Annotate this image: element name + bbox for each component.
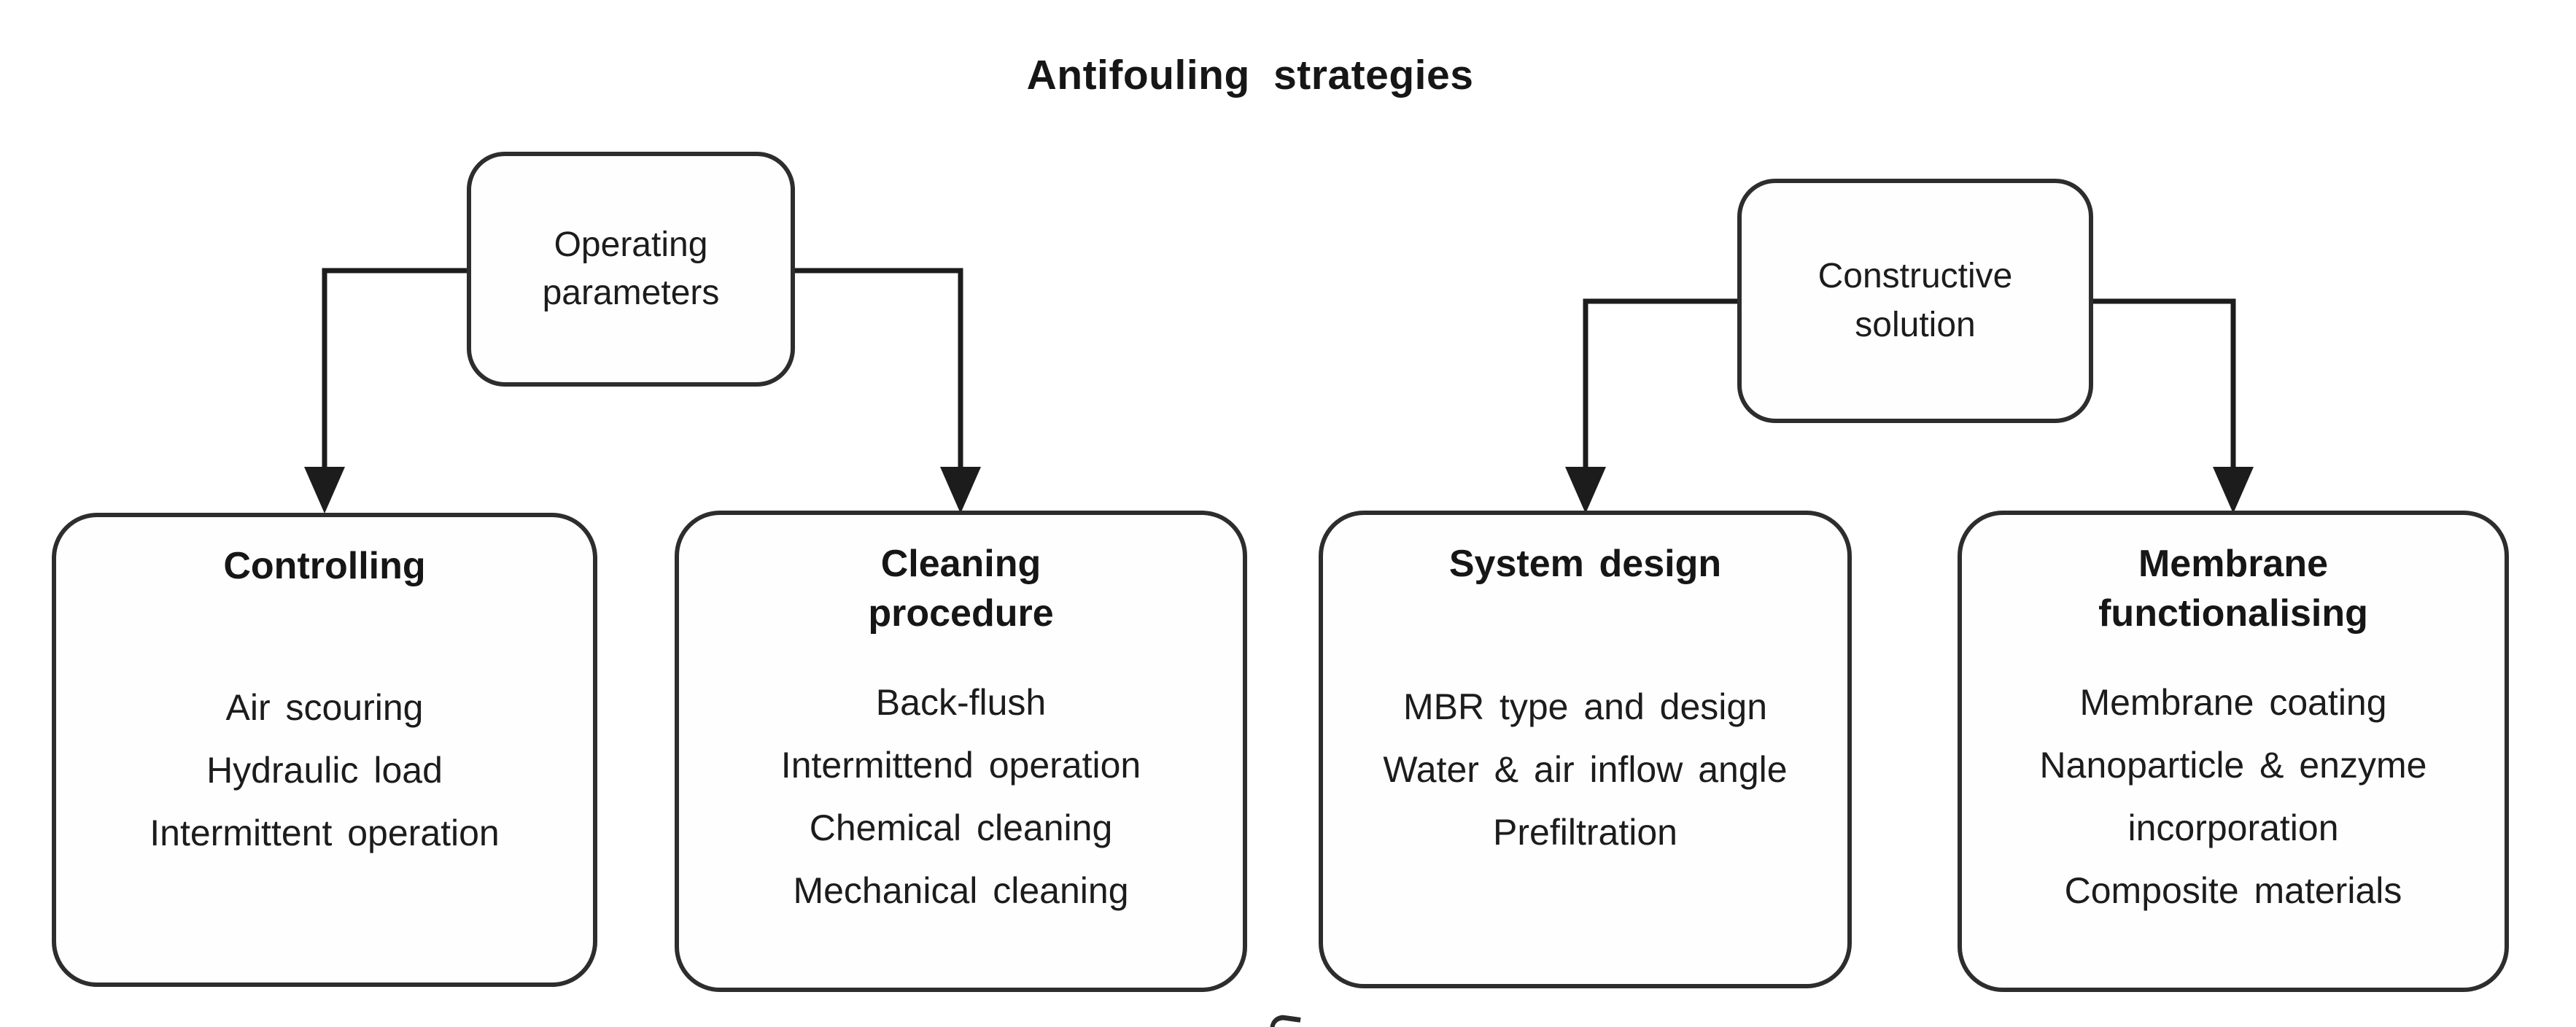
node-label: Constructive solution — [1817, 257, 2013, 344]
arrowhead-down-icon — [304, 467, 345, 514]
diagram-title: Antifouling strategies — [1026, 52, 1474, 98]
strategy-item: Water & air inflow angle — [1383, 749, 1788, 791]
strategy-item: Prefiltration — [1493, 812, 1677, 853]
connector-constructive-to-system — [1583, 298, 1737, 473]
connector-operating-to-controlling — [322, 268, 467, 473]
node-constructive-solution: Constructive solution — [1737, 179, 2093, 423]
node-title: Membrane functionalising — [2098, 543, 2368, 635]
strategy-item: Nanoparticle & enzyme incorporation — [2039, 744, 2427, 848]
strategy-item: Chemical cleaning — [809, 807, 1113, 848]
item-list: Membrane coating Nanoparticle & enzyme i… — [1987, 671, 2480, 922]
strategy-item: Mechanical cleaning — [793, 869, 1129, 911]
connector-constructive-to-membrane — [2092, 298, 2236, 473]
strategy-item: Intermittent operation — [150, 812, 500, 853]
arrowhead-down-icon — [940, 467, 981, 514]
strategy-item: Membrane coating — [2079, 681, 2387, 723]
strategy-item: MBR type and design — [1403, 686, 1768, 728]
arrowhead-down-icon — [1565, 467, 1606, 514]
node-system-design: System design MBR type and design Water … — [1319, 511, 1852, 988]
node-membrane-functionalising: Membrane functionalising Membrane coatin… — [1958, 511, 2509, 992]
node-cleaning-procedure: Cleaning procedure Back-flush Intermitte… — [675, 511, 1247, 992]
connector-operating-to-cleaning — [795, 268, 963, 473]
node-controlling: Controlling Air scouring Hydraulic load … — [52, 513, 597, 987]
arrowhead-down-icon — [2213, 467, 2254, 514]
strategy-item: Hydraulic load — [206, 749, 443, 791]
item-list: Air scouring Hydraulic load Intermittent… — [150, 676, 500, 864]
item-list: Back-flush Intermittend operation Chemic… — [781, 671, 1141, 922]
node-title: Cleaning procedure — [868, 543, 1054, 635]
node-label: Operating parameters — [542, 225, 720, 312]
strategy-item: Back-flush — [875, 681, 1047, 723]
node-title: System design — [1448, 543, 1722, 585]
node-operating-parameters: Operating parameters — [467, 152, 795, 387]
node-title: Controlling — [223, 545, 426, 587]
item-list: MBR type and design Water & air inflow a… — [1383, 675, 1787, 864]
strategy-item: Composite materials — [2064, 869, 2402, 911]
strategy-item: Intermittend operation — [780, 744, 1141, 786]
strategy-item: Air scouring — [225, 686, 424, 728]
